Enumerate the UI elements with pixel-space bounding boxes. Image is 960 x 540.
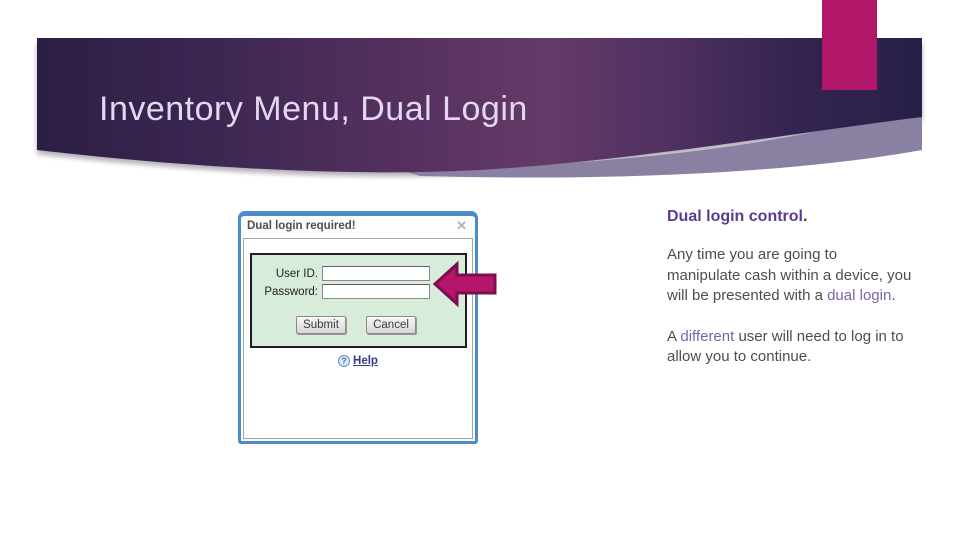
notes-paragraph-2: A different user will need to log in to … [667, 327, 939, 368]
banner-swoosh [400, 105, 922, 178]
dialog-body: User ID. Password: Submit Cancel ? Help [243, 238, 473, 439]
login-form-panel: User ID. Password: Submit Cancel [250, 253, 467, 348]
dual-login-dialog: Dual login required! ✕ User ID. Password… [238, 211, 478, 444]
submit-button[interactable]: Submit [296, 316, 346, 334]
notes-heading-text: Dual login control [667, 208, 803, 225]
help-icon: ? [338, 355, 351, 367]
notes-heading: Dual login control. [667, 206, 939, 227]
p1-line-3-period: . [891, 287, 896, 304]
help-link[interactable]: ? Help [244, 355, 472, 367]
cancel-button[interactable]: Cancel [366, 316, 416, 334]
p2-line-1-text-b: user will need to log in to [734, 327, 904, 345]
p1-line-1: Any time you are going to [667, 246, 838, 263]
accent-rectangle [822, 0, 877, 90]
slide-title: Inventory Menu, Dual Login [99, 90, 528, 128]
notes-paragraph-1: Any time you are going to manipulate cas… [667, 245, 939, 307]
banner-background [37, 38, 922, 178]
user-id-input[interactable] [322, 266, 430, 281]
callout-arrow [432, 260, 497, 308]
dialog-title: Dual login required! [247, 220, 356, 232]
p2-line-2: allow you to continue. [667, 348, 812, 365]
help-label: Help [353, 355, 378, 367]
p1-line-2: manipulate cash within a device, you [667, 266, 912, 284]
p1-highlight-dual-login: dual login [827, 287, 892, 304]
p1-line-3: will be presented with a dual login. [667, 286, 939, 307]
password-input[interactable] [322, 284, 430, 299]
password-label: Password: [264, 286, 318, 298]
user-id-label: User ID. [275, 268, 318, 280]
p2-highlight-different: different [680, 327, 735, 345]
notes-block: Dual login control. Any time you are goi… [667, 206, 939, 368]
banner-band [37, 38, 922, 173]
notes-heading-period: . [803, 208, 808, 225]
p2-line-1: A different user will need to log in to [667, 327, 939, 348]
close-icon[interactable]: ✕ [456, 218, 467, 233]
p2-line-1-text-a: A [667, 327, 681, 345]
p1-line-3-text: will be presented with a [667, 287, 828, 304]
